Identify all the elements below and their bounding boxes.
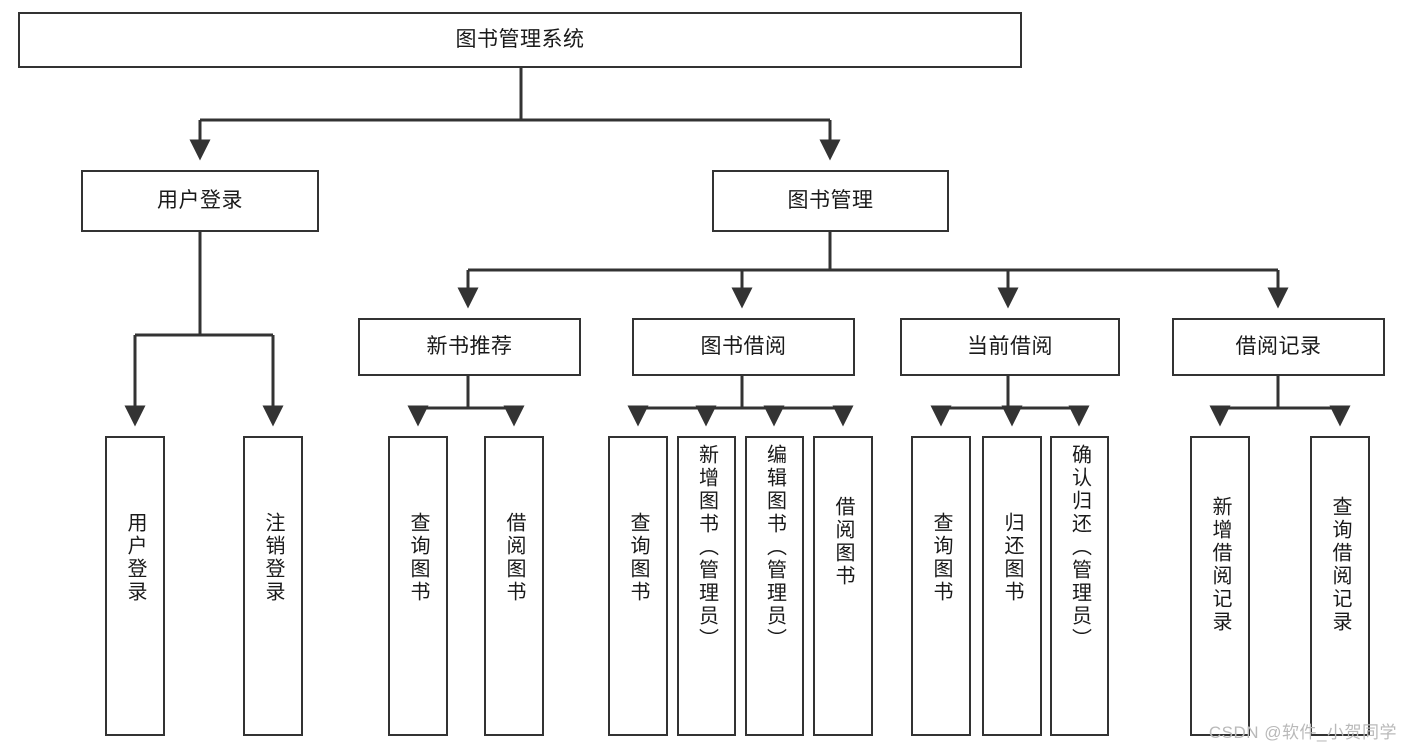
node-borrow-record-label: 借阅记录 (1235, 334, 1322, 358)
csdn-watermark: CSDN @软件_小贺同学 (1208, 723, 1397, 742)
node-book-management[interactable]: 图书管理 (712, 170, 949, 232)
node-current-borrow[interactable]: 当前借阅 (900, 318, 1120, 376)
node-book-borrow-label: 图书借阅 (700, 334, 787, 358)
node-book-borrow[interactable]: 图书借阅 (632, 318, 855, 376)
node-leaf-borrow-book-1[interactable]: 借阅图书 (484, 436, 544, 736)
node-new-book-recommend-label: 新书推荐 (426, 334, 513, 358)
node-leaf-logout-login-label: 注销登录 (262, 512, 284, 604)
node-leaf-confirm-return-admin-label: 确认归还（管理员） (1068, 444, 1091, 651)
node-leaf-user-login-label: 用户登录 (124, 512, 146, 604)
node-leaf-query-book-2[interactable]: 查询图书 (608, 436, 668, 736)
node-leaf-edit-book-admin-label: 编辑图书（管理员） (763, 444, 786, 651)
node-borrow-record[interactable]: 借阅记录 (1172, 318, 1385, 376)
node-leaf-add-borrow-record[interactable]: 新增借阅记录 (1190, 436, 1250, 736)
node-leaf-query-borrow-record[interactable]: 查询借阅记录 (1310, 436, 1370, 736)
node-leaf-return-book[interactable]: 归还图书 (982, 436, 1042, 736)
node-root[interactable]: 图书管理系统 (18, 12, 1022, 68)
node-leaf-borrow-book-2-label: 借阅图书 (832, 496, 854, 588)
node-leaf-confirm-return-admin[interactable]: 确认归还（管理员） (1050, 436, 1109, 736)
node-leaf-return-book-label: 归还图书 (1001, 512, 1023, 604)
node-leaf-query-book-1[interactable]: 查询图书 (388, 436, 448, 736)
node-leaf-query-book-3[interactable]: 查询图书 (911, 436, 971, 736)
node-leaf-query-borrow-record-label: 查询借阅记录 (1329, 496, 1351, 634)
node-leaf-user-login[interactable]: 用户登录 (105, 436, 165, 736)
node-leaf-logout-login[interactable]: 注销登录 (243, 436, 303, 736)
node-leaf-add-book-admin-label: 新增图书（管理员） (695, 444, 718, 651)
node-user-login-label: 用户登录 (157, 188, 243, 212)
node-leaf-add-book-admin[interactable]: 新增图书（管理员） (677, 436, 736, 736)
node-root-label: 图书管理系统 (455, 27, 585, 51)
node-leaf-borrow-book-1-label: 借阅图书 (503, 512, 525, 604)
node-leaf-query-book-2-label: 查询图书 (627, 512, 649, 604)
node-new-book-recommend[interactable]: 新书推荐 (358, 318, 581, 376)
node-current-borrow-label: 当前借阅 (967, 334, 1053, 358)
node-leaf-query-book-1-label: 查询图书 (407, 512, 429, 604)
node-user-login[interactable]: 用户登录 (81, 170, 319, 232)
node-leaf-query-book-3-label: 查询图书 (930, 512, 952, 604)
node-leaf-borrow-book-2[interactable]: 借阅图书 (813, 436, 873, 736)
node-leaf-add-borrow-record-label: 新增借阅记录 (1209, 496, 1231, 634)
node-leaf-edit-book-admin[interactable]: 编辑图书（管理员） (745, 436, 804, 736)
node-book-management-label: 图书管理 (787, 188, 874, 212)
